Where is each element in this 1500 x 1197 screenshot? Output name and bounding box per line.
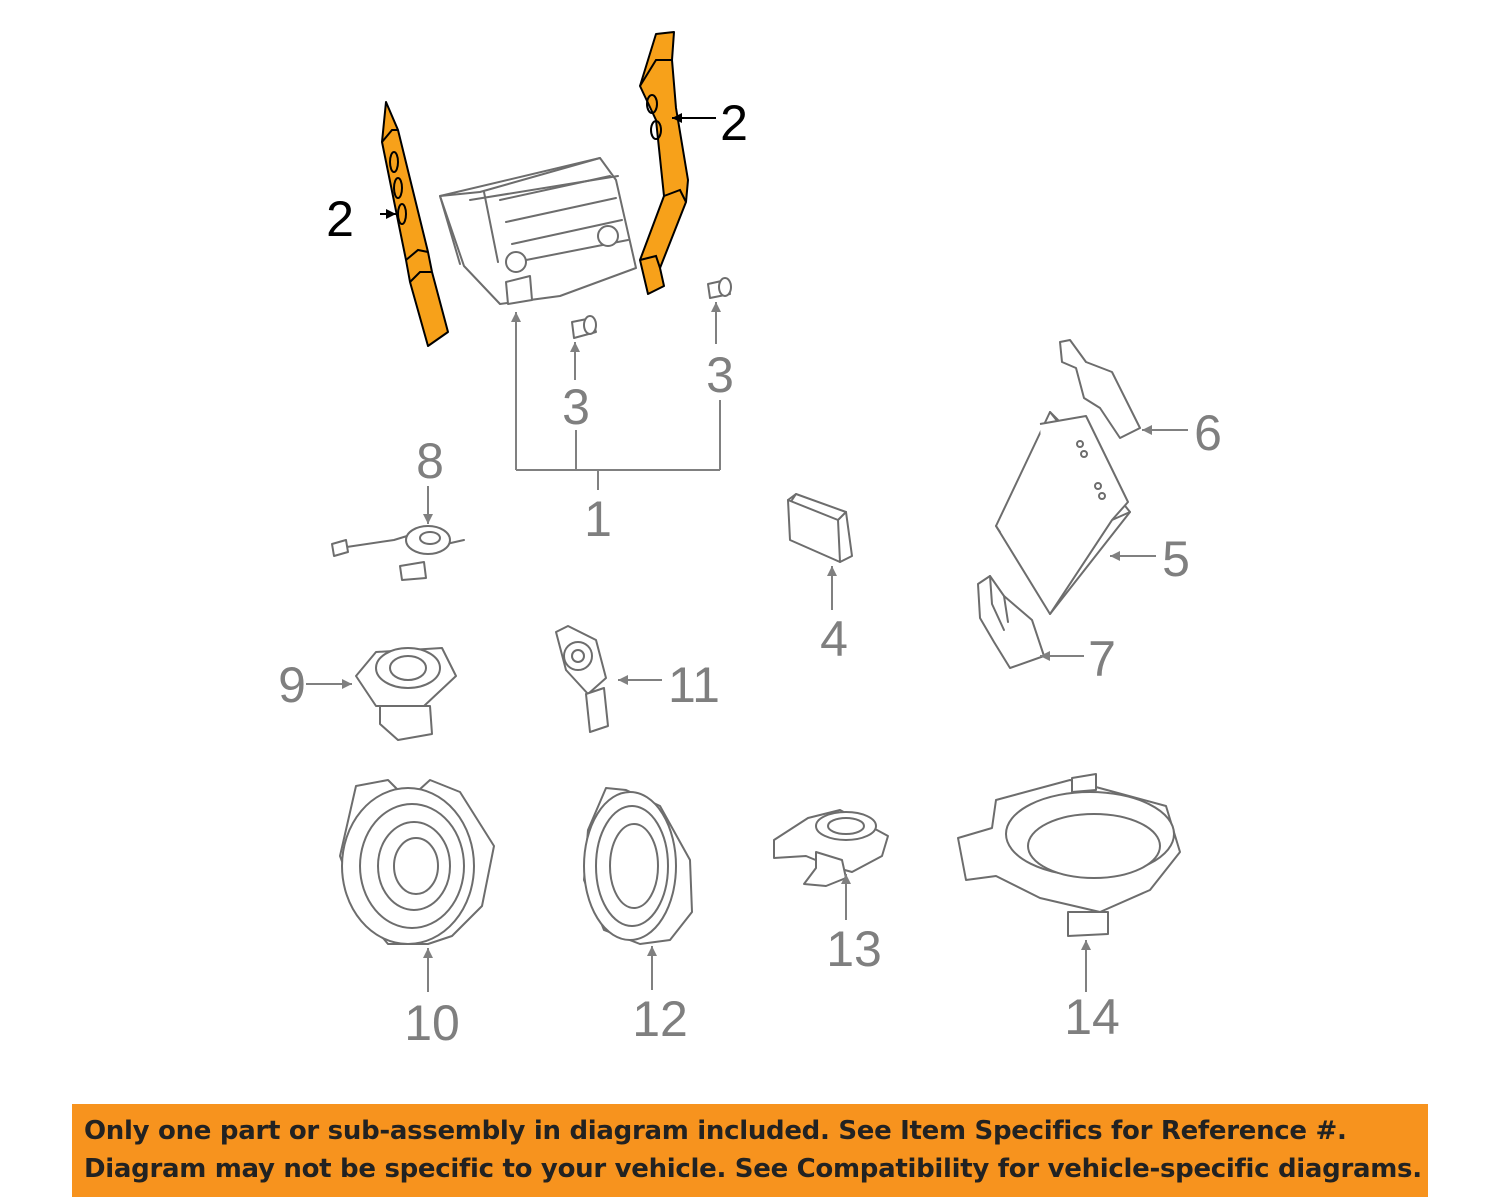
callout-8: 8 <box>416 433 444 489</box>
callout-2-left: 2 <box>326 191 354 247</box>
tweeter-part-9 <box>306 647 457 741</box>
radio-head-unit <box>439 157 637 305</box>
speaker-part-12 <box>583 787 693 990</box>
callout-1: 1 <box>584 491 612 547</box>
callout-4: 4 <box>820 611 848 667</box>
parts-diagram: 1 2 2 3 3 4 5 6 7 8 9 10 11 12 13 14 <box>278 31 1222 1051</box>
callout-9: 9 <box>278 657 306 713</box>
callout-11: 11 <box>668 657 720 713</box>
leader-lines-1-3 <box>511 302 721 490</box>
callout-13: 13 <box>826 921 882 977</box>
bushing-left <box>571 315 597 339</box>
switch-part-4 <box>787 493 853 610</box>
bracket-right-highlighted <box>639 31 689 295</box>
sensor-part-11 <box>555 625 662 733</box>
callout-12: 12 <box>632 991 688 1047</box>
callout-14: 14 <box>1064 989 1120 1045</box>
speaker-part-10 <box>339 779 495 992</box>
sensor-part-8 <box>331 486 465 581</box>
disclaimer-banner: Only one part or sub-assembly in diagram… <box>72 1104 1428 1197</box>
disclaimer-line-2: Diagram may not be specific to your vehi… <box>84 1154 1422 1184</box>
subwoofer-part-14 <box>957 773 1181 992</box>
callout-3-left: 3 <box>562 379 590 435</box>
bracket-part-7 <box>977 575 1084 669</box>
tweeter-part-13 <box>773 809 889 920</box>
amplifier-part-5 <box>995 411 1156 615</box>
callout-6: 6 <box>1194 405 1222 461</box>
bracket-left-highlighted <box>381 101 449 347</box>
callout-2-right: 2 <box>720 95 748 151</box>
callout-7: 7 <box>1088 631 1116 687</box>
callout-10: 10 <box>404 995 460 1051</box>
disclaimer-line-1: Only one part or sub-assembly in diagram… <box>84 1116 1347 1146</box>
bracket-part-6 <box>1059 339 1188 439</box>
bushing-right <box>707 277 732 299</box>
callout-5: 5 <box>1162 531 1190 587</box>
callout-3-right: 3 <box>706 347 734 403</box>
